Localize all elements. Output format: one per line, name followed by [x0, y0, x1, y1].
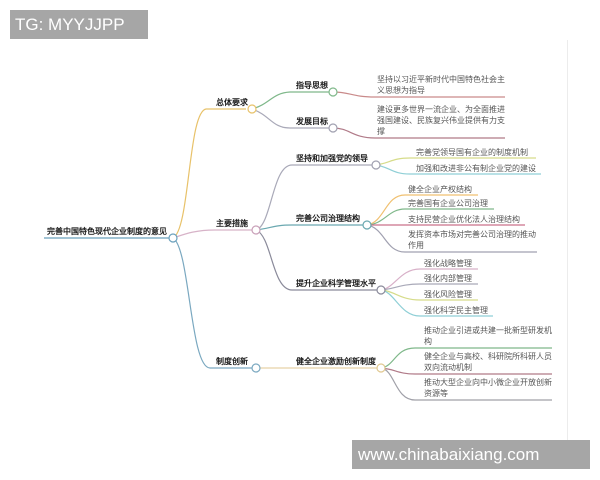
edge-root-innovation: [172, 237, 252, 369]
leaf-risk-mgmt[interactable]: 强化风险管理: [424, 290, 472, 299]
node-party-leadership[interactable]: 坚持和加强党的领导: [296, 154, 368, 163]
leaf-guiding-ideology[interactable]: 坚持以习近平新时代中国特色社会主义思想为指导: [377, 75, 505, 95]
watermark-top: TG: MYYJJPP: [10, 10, 148, 39]
leaf-soe-governance[interactable]: 完善国有企业公司治理: [408, 199, 488, 208]
node-corporate-governance[interactable]: 完善公司治理结构: [296, 214, 360, 223]
leaf-development-goals[interactable]: 建设更多世界一流企业、为全面推进强国建设、民族复兴伟业提供有力支撑: [377, 105, 505, 136]
root-node-circle: [168, 233, 178, 243]
leaf-talent-mobility[interactable]: 健全企业与高校、科研院所科研人员双向流动机制: [424, 352, 552, 372]
leaf-strategic-mgmt[interactable]: 强化战略管理: [424, 259, 472, 268]
leaf-property-structure[interactable]: 健全企业产权结构: [408, 185, 472, 194]
edge-root-general: [172, 108, 246, 239]
root-node[interactable]: 完善中国特色现代企业制度的意见: [47, 227, 167, 236]
edge-root-measures: [172, 229, 252, 239]
leaf-rd-institutions[interactable]: 推动企业引进或共建一批新型研发机构: [424, 326, 552, 346]
leaf-party-soe[interactable]: 完善党领导国有企业的制度机制: [416, 148, 528, 157]
leaf-democratic-mgmt[interactable]: 强化科学民主管理: [424, 306, 488, 315]
node-scientific-management[interactable]: 提升企业科学管理水平: [296, 279, 376, 288]
leaf-internal-mgmt[interactable]: 强化内部管理: [424, 274, 472, 283]
node-innovation-incentive[interactable]: 健全企业激励创新制度: [296, 357, 376, 366]
branch-main-measures[interactable]: 主要措施: [216, 219, 248, 228]
branch-system-innovation[interactable]: 制度创新: [216, 357, 248, 366]
right-edge-divider: [567, 40, 568, 450]
watermark-bottom: www.chinabaixiang.com: [352, 440, 590, 469]
branch-general-requirements[interactable]: 总体要求: [216, 98, 248, 107]
node-guiding-ideology[interactable]: 指导思想: [296, 81, 328, 90]
leaf-open-innovation[interactable]: 推动大型企业向中小微企业开放创新资源等: [424, 378, 552, 398]
node-development-goals[interactable]: 发展目标: [296, 117, 328, 126]
leaf-party-private[interactable]: 加强和改进非公有制企业党的建设: [416, 164, 536, 173]
leaf-private-governance[interactable]: 支持民营企业优化法人治理结构: [408, 215, 520, 224]
leaf-capital-market[interactable]: 发挥资本市场对完善公司治理的推动作用: [408, 230, 536, 250]
